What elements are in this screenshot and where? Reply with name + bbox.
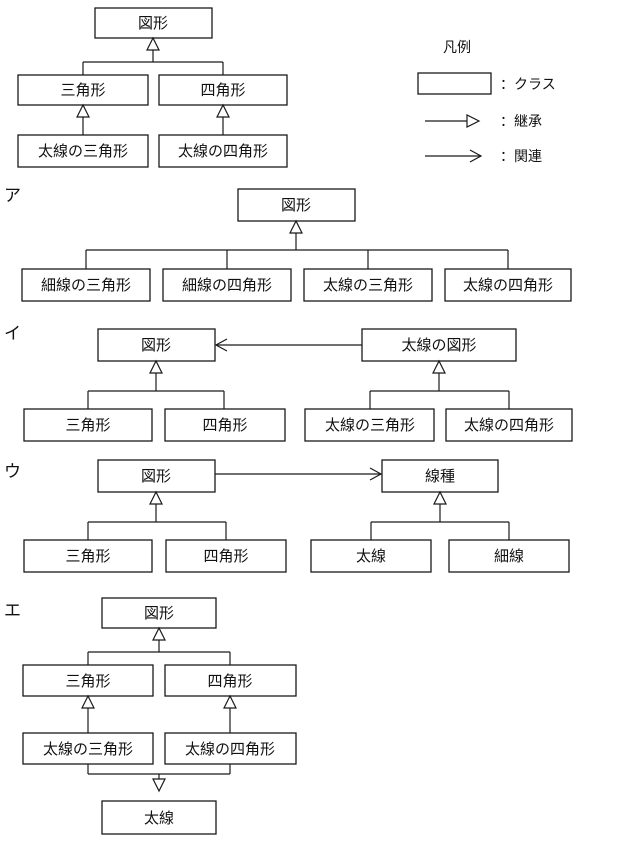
class-box-triangle [22, 664, 154, 697]
inheritance-arrowhead [152, 778, 166, 793]
class-box-thin-triangle [21, 268, 151, 302]
class-label-thick-square: 太線の四角形 [464, 416, 554, 434]
class-label-shape: 図形 [281, 196, 311, 214]
class-label-thick-triangle: 太線の三角形 [325, 416, 415, 434]
class-label-shape: 図形 [138, 14, 168, 32]
legend-class-label: ：クラス [500, 77, 556, 93]
legend-inherit-arrowhead [466, 114, 481, 128]
inheritance-arrowhead [152, 626, 166, 641]
class-box-shape [101, 597, 217, 629]
legend-title: 凡例 [443, 40, 471, 56]
top-diagram: 図形 三角形 四角形 太線の三角形 太線の四角形 [17, 7, 288, 168]
inheritance-arrowhead [223, 694, 237, 709]
class-box-shape [97, 459, 216, 493]
class-label-square: 四角形 [207, 672, 252, 690]
class-label-triangle: 三角形 [65, 416, 110, 434]
inheritance-arrowhead [216, 103, 230, 118]
inheritance-arrowhead [81, 694, 95, 709]
class-label-square: 四角形 [200, 81, 245, 99]
class-label-triangle: 三角形 [65, 672, 110, 690]
class-label-shape: 図形 [141, 467, 171, 485]
inheritance-arrowhead [433, 490, 447, 505]
option-i: イ 図形 太線の図形 三角形 四角形 太線の三角形 太線の四角形 [4, 324, 573, 442]
class-label-square: 四角形 [203, 547, 248, 565]
class-box-shape [97, 328, 216, 362]
class-label-thick-triangle: 太線の三角形 [323, 276, 413, 294]
class-box-shape [94, 7, 213, 39]
inheritance-arrowhead [76, 103, 90, 118]
option-u: ウ 図形 線種 三角形 四角形 太線 細線 [4, 459, 570, 573]
legend-inherit-label: ：継承 [500, 114, 542, 130]
class-label-line-type: 線種 [425, 467, 455, 485]
class-box-thin-line [448, 539, 570, 573]
inheritance-arrowhead [146, 36, 160, 51]
class-label-thick-triangle: 太線の三角形 [43, 740, 133, 758]
class-label-thick-square: 太線の四角形 [185, 740, 275, 758]
inheritance-arrowhead [432, 359, 446, 374]
class-box-thick-triangle [22, 732, 154, 765]
option-a-marker: ア [4, 186, 21, 206]
class-box-triangle [23, 539, 153, 573]
option-a: ア 図形 細線の三角形 細線の四角形 太線の三角形 太線の四角形 [4, 186, 572, 302]
class-box-thick-line [310, 539, 432, 573]
class-box-thick-square [158, 134, 288, 168]
class-label-thick-line: 太線 [356, 547, 386, 565]
inheritance-arrowhead [289, 219, 303, 234]
legend-assoc-arrowhead [469, 149, 483, 163]
class-box-square [165, 539, 287, 573]
option-e-marker: エ [4, 601, 21, 621]
class-label-thick-line: 太線 [144, 809, 174, 827]
class-box-triangle [23, 408, 153, 442]
class-label-thick-triangle: 太線の三角形 [38, 142, 128, 160]
association-arrowhead [369, 467, 383, 481]
option-e: エ 図形 三角形 四角形 太線の三角形 太線の四角形 太線 [4, 597, 297, 835]
legend-assoc-label: ：関連 [500, 149, 542, 165]
class-label-shape: 図形 [141, 336, 171, 354]
class-label-triangle: 三角形 [65, 547, 110, 565]
class-box-thick-triangle [304, 408, 435, 442]
class-box-square [164, 408, 286, 442]
class-label-thin-triangle: 細線の三角形 [41, 276, 131, 294]
class-label-thick-shape: 太線の図形 [401, 336, 476, 354]
class-label-shape: 図形 [144, 604, 174, 622]
class-box-square [158, 74, 288, 106]
class-label-thin-square: 細線の四角形 [182, 276, 272, 294]
class-label-thick-square: 太線の四角形 [463, 276, 553, 294]
class-box-thick-line [101, 800, 217, 835]
class-box-thick-triangle [303, 268, 433, 302]
inheritance-arrowhead [149, 490, 163, 505]
class-label-triangle: 三角形 [60, 81, 105, 99]
class-box-thick-square [445, 408, 573, 442]
class-label-thin-line: 細線 [494, 547, 524, 565]
legend: 凡例 ：クラス ：継承 ：関連 [417, 40, 556, 165]
class-box-thick-square [444, 268, 572, 302]
class-label-thick-square: 太線の四角形 [178, 142, 268, 160]
class-box-thick-square [164, 732, 297, 765]
option-i-marker: イ [4, 324, 21, 344]
legend-class-box [417, 72, 492, 95]
association-arrowhead [214, 338, 228, 352]
class-label-square: 四角形 [202, 416, 247, 434]
inheritance-arrowhead [149, 359, 163, 374]
class-box-thin-square [162, 268, 292, 302]
class-box-thick-shape [361, 328, 517, 362]
class-box-thick-triangle [17, 134, 149, 168]
option-u-marker: ウ [4, 462, 21, 482]
